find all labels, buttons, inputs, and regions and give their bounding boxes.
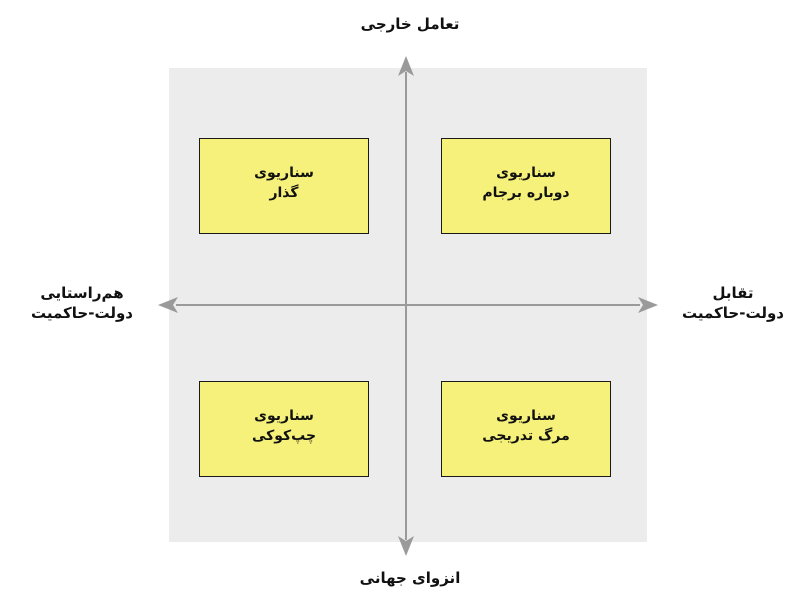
axis-label-right-line2: دولت-حاکمیت <box>682 304 784 323</box>
axis-label-left-line1: هم‌راستایی <box>40 284 124 302</box>
horizontal-axis <box>158 297 658 313</box>
scenario-box-top-left: سناریوی گذار <box>199 138 369 234</box>
scenario-name: دوباره برجام <box>482 185 570 202</box>
arrow-left-icon <box>158 297 178 313</box>
axis-label-right-line1: تقابل <box>712 284 754 302</box>
axis-label-top-text: تعامل خارجی <box>360 15 460 33</box>
scenario-heading: سناریوی <box>254 165 314 181</box>
axis-label-top: تعامل خارجی <box>340 14 480 34</box>
scenario-box-bottom-left: سناریوی چپ‌کوکی <box>199 381 369 477</box>
arrow-down-icon <box>398 536 414 556</box>
arrow-up-icon <box>398 56 414 76</box>
scenario-name: مرگ تدریجی <box>482 428 570 445</box>
scenario-box-bottom-right: سناریوی مرگ تدریجی <box>441 381 611 477</box>
axis-label-bottom-text: انزوای جهانی <box>359 569 461 587</box>
scenario-heading: سناریوی <box>496 165 556 181</box>
axis-label-right: تقابل دولت-حاکمیت <box>668 283 798 324</box>
axis-label-left: هم‌راستایی دولت-حاکمیت <box>12 283 152 324</box>
scenario-heading: سناریوی <box>496 408 556 424</box>
scenario-box-top-right: سناریوی دوباره برجام <box>441 138 611 234</box>
arrow-right-icon <box>638 297 658 313</box>
axis-label-bottom: انزوای جهانی <box>340 568 480 588</box>
scenario-heading: سناریوی <box>254 408 314 424</box>
scenario-name: گذار <box>269 185 299 202</box>
axis-label-left-line2: دولت-حاکمیت <box>31 304 133 323</box>
scenario-name: چپ‌کوکی <box>251 428 317 445</box>
